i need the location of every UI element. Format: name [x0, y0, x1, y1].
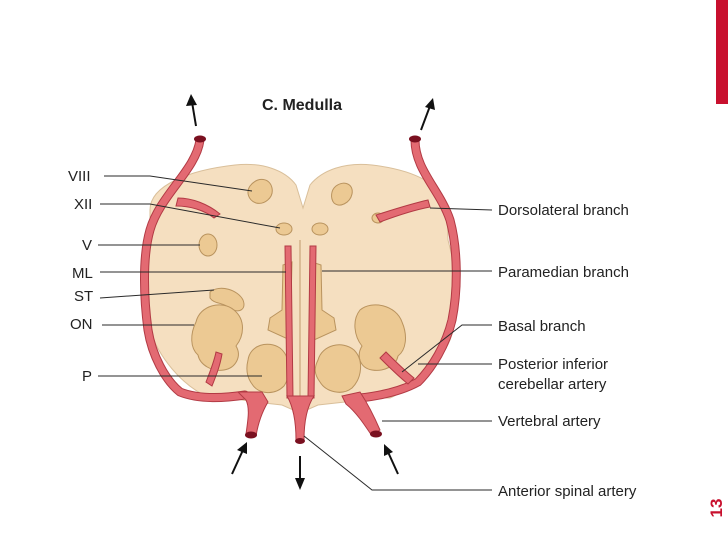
- leader-anterior-spinal-artery: [303, 435, 492, 491]
- flow-arrow-top-right: [420, 98, 435, 131]
- dorsolateral-branch-right: [375, 199, 431, 223]
- anterior-spinal-artery-lumen: [295, 438, 305, 444]
- hypoglossal-nucleus-left: [275, 222, 293, 236]
- label-pica-line2: cerebellar artery: [498, 376, 607, 393]
- leader-xii: [100, 203, 281, 229]
- anterior-spinal-artery: [286, 395, 315, 441]
- label-ml: ML: [72, 265, 93, 282]
- label-basal-branch: Basal branch: [498, 318, 586, 335]
- vertebral-artery-right-lumen: [370, 430, 382, 438]
- paramedian-branch-right: [307, 245, 317, 399]
- olivary-nucleus-right: [354, 304, 406, 371]
- trigeminal-nucleus: [198, 233, 218, 257]
- pica-branch-left: [205, 351, 223, 387]
- label-dorsolateral-branch: Dorsolateral branch: [498, 202, 629, 219]
- spinothalamic-tract: [209, 287, 245, 312]
- left-lateral-artery-fill: [141, 136, 249, 402]
- right-lateral-artery-fill: [356, 136, 460, 402]
- pica-branch-right: [379, 351, 415, 385]
- paramedian-branch-left: [284, 245, 294, 399]
- label-p: P: [82, 368, 92, 385]
- leader-dorsolateral-branch: [429, 207, 493, 211]
- leader-basal-branch: [401, 324, 492, 373]
- right-artery-top-lumen: [409, 135, 421, 143]
- left-artery-top-lumen: [194, 135, 206, 143]
- vertebral-artery-left-lumen: [245, 431, 257, 439]
- label-on: ON: [70, 316, 93, 333]
- label-st: ST: [74, 288, 93, 305]
- dorsolateral-branch-left: [175, 197, 221, 219]
- pyramid-right: [314, 344, 361, 393]
- label-pica-line1: Posterior inferior: [498, 356, 608, 373]
- label-xii: XII: [74, 196, 92, 213]
- hypoglossal-nucleus-right: [311, 222, 329, 236]
- vestibular-nucleus-left: [247, 179, 273, 204]
- vestibular-nucleus-right: [331, 182, 353, 206]
- flow-arrow-bottom-center: [295, 456, 305, 490]
- label-vertebral-artery: Vertebral artery: [498, 413, 601, 430]
- label-paramedian-branch: Paramedian branch: [498, 264, 629, 281]
- flow-arrow-top-left: [186, 94, 197, 127]
- label-anterior-spinal-artery: Anterior spinal artery: [498, 483, 637, 500]
- flow-arrow-bottom-left: [231, 442, 247, 475]
- leader-st: [99, 289, 215, 299]
- olivary-nucleus-left: [191, 304, 243, 371]
- diagram-title: C. Medulla: [262, 97, 342, 114]
- label-viii: VIII: [68, 168, 91, 185]
- accent-bar: [716, 0, 728, 104]
- label-v: V: [82, 237, 92, 254]
- leader-viii: [104, 175, 253, 192]
- pyramid-left: [246, 343, 290, 393]
- flow-arrow-bottom-right: [384, 444, 399, 475]
